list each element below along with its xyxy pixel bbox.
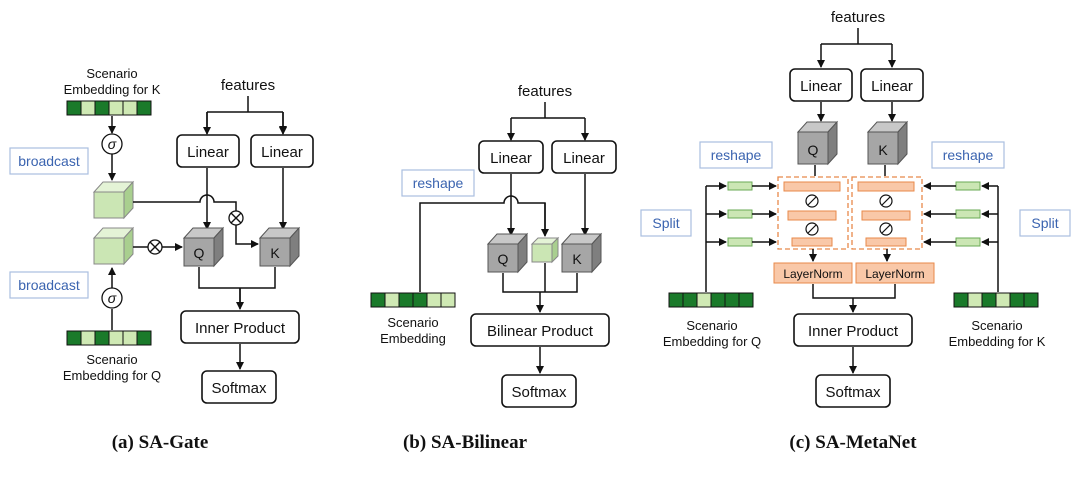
k-label-a: K: [270, 245, 280, 261]
linear-box-right-c: [860, 68, 924, 102]
reshape-label-left-c: reshape: [711, 147, 762, 163]
linear-label-left-b: Linear: [490, 150, 532, 167]
features-label-b: features: [518, 83, 572, 100]
softmax-box-c: [815, 374, 891, 408]
bilinear-product-box-b: [470, 313, 610, 347]
k-cube-a: [258, 226, 301, 268]
weight-bar-1-right-c: [857, 181, 915, 192]
caption-a: (a) SA-Gate: [112, 432, 209, 453]
split-chunk-1-right-c: [955, 181, 981, 191]
reshape-label-b: reshape: [413, 175, 464, 191]
broadcast-box-bottom-a: [9, 271, 89, 299]
split-chunk-2-right-c: [955, 209, 981, 219]
reshape-box-left-c: [699, 141, 773, 169]
layernorm-box-right-c: [855, 262, 935, 284]
panel-c: features Linear Linear Q K reshape resha…: [640, 9, 1071, 453]
inner-product-label-a: Inner Product: [195, 320, 286, 337]
split-label-left-c: Split: [652, 215, 679, 231]
softmax-box-a: [201, 370, 277, 404]
linear-label-left-c: Linear: [800, 78, 842, 95]
reshape-box-right-c: [931, 141, 1005, 169]
panel-b: features Linear Linear reshape Q: [370, 83, 617, 453]
caption-c: (c) SA-MetaNet: [789, 432, 917, 453]
linear-box-right-b: [551, 140, 617, 174]
scenario-q-label-a: Scenario: [86, 352, 137, 367]
softmax-label-b: Softmax: [511, 384, 567, 401]
q-cube-a: [182, 226, 225, 268]
weight-bar-2-right-c: [861, 210, 911, 221]
split-box-right-c: [1019, 209, 1071, 237]
green-cube-top-a: [92, 180, 135, 220]
split-label-right-c: Split: [1031, 215, 1058, 231]
scenario-label-b: Scenario: [387, 315, 438, 330]
scenario-k-label2-a: Embedding for K: [64, 82, 161, 97]
weight-bar-3-left-c: [791, 237, 833, 247]
weight-bar-3-right-c: [865, 237, 907, 247]
split-chunk-3-left-c: [727, 237, 753, 247]
bilinear-product-label-b: Bilinear Product: [487, 323, 594, 340]
broadcast-label-top-a: broadcast: [18, 153, 80, 169]
q-cube-b: [486, 232, 529, 274]
green-cube-bottom-a: [92, 226, 135, 266]
caption-b: (b) SA-Bilinear: [403, 432, 528, 453]
features-label-a: features: [221, 77, 275, 94]
embedding-bar-b: [370, 292, 456, 308]
layernorm-box-left-c: [773, 262, 853, 284]
softmax-label-c: Softmax: [825, 384, 881, 401]
scenario-q-label2-a: Embedding for Q: [63, 368, 161, 383]
scenario-k-label-c: Scenario: [971, 318, 1022, 333]
k-cube-b: [560, 232, 603, 274]
reshape-box-b: [401, 169, 475, 197]
scenario-k-label2-c: Embedding for K: [949, 334, 1046, 349]
inner-product-box-c: [793, 313, 913, 347]
linear-box-right-a: [250, 134, 314, 168]
sigma-bottom-a: σ: [108, 290, 117, 306]
embedding-k-bar-a: [66, 100, 152, 116]
embedding-q-bar-a: [66, 330, 152, 346]
linear-label-right-a: Linear: [261, 144, 303, 161]
embedding-k-bar-c: [953, 292, 1039, 308]
merge-lines-a: [198, 267, 276, 308]
q-label-a: Q: [194, 245, 205, 261]
features-label-c: features: [831, 9, 885, 26]
q-cube-c: [796, 120, 839, 166]
scenario-label2-b: Embedding: [380, 331, 446, 346]
linear-box-left-c: [789, 68, 853, 102]
scenario-q-label2-c: Embedding for Q: [663, 334, 761, 349]
split-chunk-3-right-c: [955, 237, 981, 247]
inner-product-label-c: Inner Product: [808, 323, 899, 340]
linear-box-left-b: [478, 140, 544, 174]
q-label-c: Q: [808, 142, 819, 158]
split-box-left-c: [640, 209, 692, 237]
reshape-label-right-c: reshape: [943, 147, 994, 163]
weight-bar-2-left-c: [787, 210, 837, 221]
linear-label-right-c: Linear: [871, 78, 913, 95]
embedding-q-bar-c: [668, 292, 754, 308]
linear-label-left-a: Linear: [187, 144, 229, 161]
linear-label-right-b: Linear: [563, 150, 605, 167]
layernorm-label-right-c: LayerNorm: [865, 267, 924, 281]
k-label-c: K: [878, 142, 888, 158]
k-label-b: K: [572, 251, 582, 267]
panel-a: features Linear Linear Scenario Embeddin…: [9, 66, 314, 453]
weight-bar-1-left-c: [783, 181, 841, 192]
sigma-top-a: σ: [108, 136, 117, 152]
split-chunk-2-left-c: [727, 209, 753, 219]
features-branch-a: [206, 96, 283, 133]
broadcast-box-top-a: [9, 147, 89, 175]
scenario-k-label-a: Scenario: [86, 66, 137, 81]
softmax-label-a: Softmax: [211, 380, 267, 397]
linear-box-left-a: [176, 134, 240, 168]
green-cube-b: [530, 236, 560, 264]
k-cube-c: [866, 120, 909, 166]
scenario-q-label-c: Scenario: [686, 318, 737, 333]
q-label-b: Q: [498, 251, 509, 267]
gate-line-k-a: [133, 194, 237, 211]
split-chunk-1-left-c: [727, 181, 753, 191]
inner-product-box-a: [180, 310, 300, 344]
softmax-box-b: [501, 374, 577, 408]
broadcast-label-bottom-a: broadcast: [18, 277, 80, 293]
layernorm-label-left-c: LayerNorm: [783, 267, 842, 281]
